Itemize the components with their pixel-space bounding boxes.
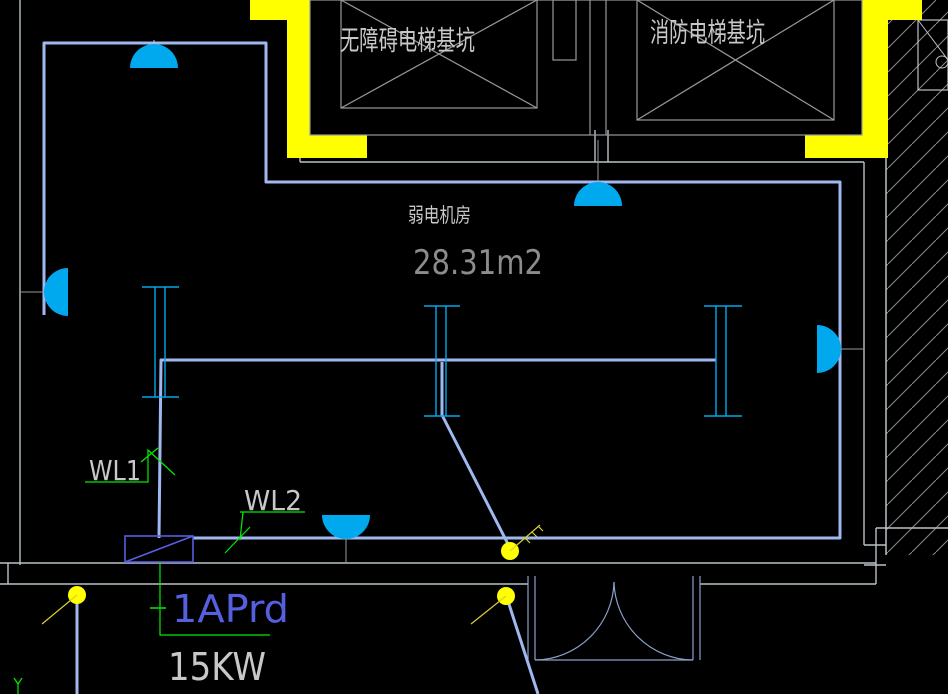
distribution-panel: [124, 535, 270, 636]
wire-wl1: [157, 358, 716, 539]
room-name: 弱电机房: [408, 203, 471, 227]
ucs-axis-icon: [13, 677, 23, 694]
elevator-shafts: [309, 0, 863, 136]
emergency-lights: [41, 524, 544, 625]
circuit-wl1-label: WL1: [89, 454, 141, 487]
light-bar-center: [424, 305, 460, 417]
emergency-light-left-icon: [41, 586, 86, 625]
light-bar-right: [704, 305, 742, 417]
hatched-wall: [885, 0, 948, 555]
wiring: [42, 41, 842, 694]
circuit-wl2-label: WL2: [244, 484, 302, 517]
wall-light-right-icon: [817, 325, 864, 373]
wire-drop: [440, 362, 512, 549]
double-door: [527, 576, 701, 661]
circuit-tags: [85, 447, 305, 554]
light-bar-left: [142, 286, 179, 398]
wire-down-right: [505, 597, 540, 694]
wall-light-top-left-icon: [130, 40, 178, 68]
emergency-light-corridor-icon: [470, 587, 515, 625]
room-walls: [0, 0, 948, 585]
emergency-light-room-icon: [501, 524, 544, 560]
wall-lights: [20, 40, 864, 563]
wall-light-bottom-icon: [322, 515, 370, 563]
elevator-core-walls: [250, 0, 922, 158]
wire-upper-loop: [42, 41, 842, 540]
wall-light-left-icon: [20, 268, 68, 316]
barrier-free-pit-label: 无障碍电梯基坑: [340, 26, 475, 57]
wall-light-top-center-icon: [574, 140, 622, 206]
light-bars: [142, 286, 742, 417]
panel-id-label: 1APrd: [172, 587, 289, 631]
panel-power-label: 15KW: [168, 645, 266, 689]
room-area: 28.31m2: [413, 243, 543, 283]
fire-pit-label: 消防电梯基坑: [650, 18, 765, 49]
